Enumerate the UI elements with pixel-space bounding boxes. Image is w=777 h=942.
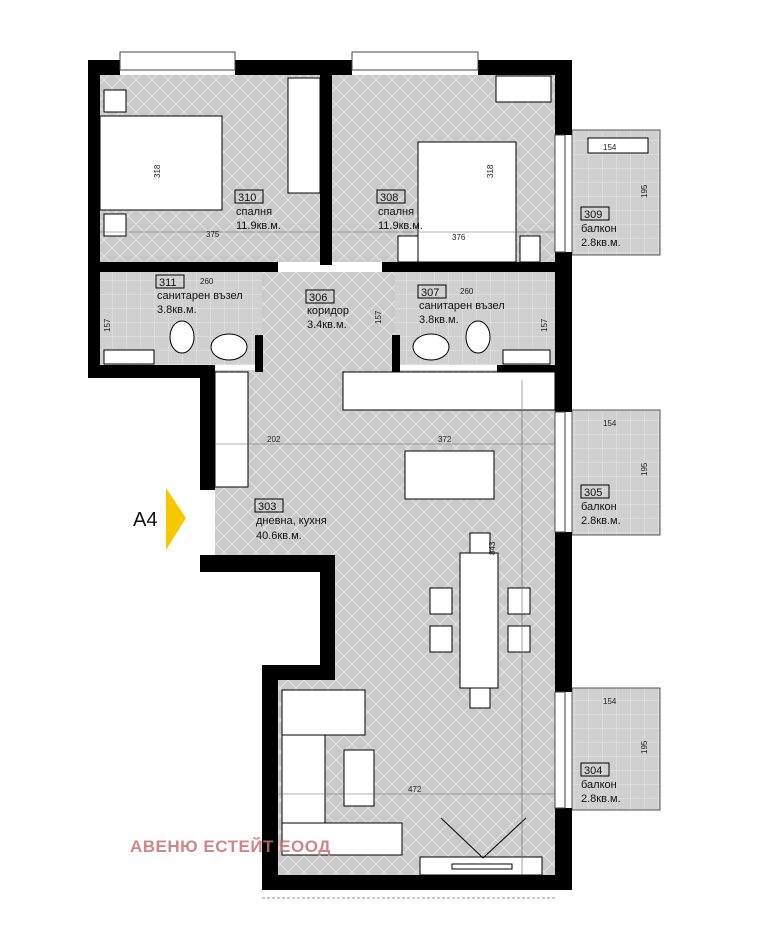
room-id: 304 [584, 765, 602, 777]
dining-table [459, 552, 499, 689]
room-id: 303 [258, 501, 276, 513]
windows [119, 51, 566, 809]
room-labels: 310 спалня 11.9кв.м. 308 спалня 11.9кв.м… [155, 189, 621, 805]
room-area: 2.8кв.м. [581, 515, 621, 527]
dim: 376 [452, 233, 466, 242]
room-309: 309 балкон 2.8кв.м. [580, 206, 621, 249]
room-area: 11.9кв.м. [236, 220, 281, 232]
room-area: 3.4кв.м. [307, 319, 347, 331]
dim: 157 [374, 310, 383, 324]
kitchen-counter [342, 371, 556, 411]
room-name: балкон [581, 779, 617, 791]
bed-308 [417, 141, 517, 263]
dim: 195 [640, 184, 649, 198]
balconies [571, 129, 661, 811]
dim: 372 [438, 435, 452, 444]
room-id: 311 [159, 277, 177, 289]
room-name: санитарен възел [157, 290, 243, 302]
dim: 375 [206, 230, 220, 239]
room-308: 308 спалня 11.9кв.м. [376, 189, 423, 232]
furniture [99, 75, 649, 876]
dim: 260 [460, 287, 474, 296]
dim: 318 [153, 164, 162, 178]
room-name: санитарен възел [419, 300, 505, 312]
room-name: спалня [378, 206, 414, 218]
dimension-labels: 318 375 318 376 260 157 157 260 157 202 … [103, 143, 649, 794]
room-307: 307 санитарен възел 3.8кв.м. [417, 284, 505, 326]
entrance-arrow-icon [166, 488, 186, 550]
room-name: спалня [236, 206, 272, 218]
dim: 843 [488, 541, 497, 555]
entrance-label: A4 [133, 509, 157, 531]
dim: 154 [603, 697, 617, 706]
room-area: 2.8кв.м. [581, 793, 621, 805]
dim: 195 [640, 462, 649, 476]
sofa [281, 689, 366, 736]
wardrobe-310 [287, 77, 321, 194]
room-id: 306 [309, 292, 327, 304]
room-id: 309 [584, 209, 602, 221]
room-id: 305 [584, 487, 602, 499]
room-area: 3.8кв.м. [157, 304, 197, 316]
tv-view-arrows [440, 817, 527, 859]
dim: 154 [603, 143, 617, 152]
dim: 154 [603, 419, 617, 428]
room-306: 306 коридор 3.4кв.м. [305, 289, 349, 331]
bed-310 [99, 115, 223, 211]
kitchen-side-counter [214, 371, 249, 488]
dim: 472 [408, 785, 422, 794]
dim: 157 [540, 318, 549, 332]
room-id: 307 [421, 287, 439, 299]
dim: 318 [486, 164, 495, 178]
dim: 202 [267, 435, 281, 444]
room-311: 311 санитарен възел 3.8кв.м. [155, 274, 243, 316]
room-305: 305 балкон 2.8кв.м. [580, 484, 621, 527]
room-name: балкон [581, 501, 617, 513]
dimension-lines [100, 231, 555, 875]
coffee-table [343, 749, 375, 807]
dim: 157 [103, 318, 112, 332]
room-area: 11.9кв.м. [378, 220, 423, 232]
room-name: балкон [581, 223, 617, 235]
room-name: дневна, кухня [256, 515, 327, 527]
dim: 195 [640, 740, 649, 754]
wardrobe-308 [495, 75, 552, 103]
watermark: АВЕНЮ ЕСТЕЙТ ЕООД [130, 837, 331, 856]
room-id: 310 [238, 192, 256, 204]
dim: 260 [200, 277, 214, 286]
room-area: 2.8кв.м. [581, 237, 621, 249]
walls [88, 60, 572, 890]
room-id: 308 [380, 192, 398, 204]
kitchen-island [404, 450, 495, 500]
room-310: 310 спалня 11.9кв.м. [234, 189, 281, 232]
room-area: 3.8кв.м. [419, 314, 459, 326]
room-303: 303 дневна, кухня 40.6кв.м. [254, 498, 327, 542]
room-name: коридор [307, 305, 349, 317]
room-304: 304 балкон 2.8кв.м. [580, 762, 621, 805]
room-area: 40.6кв.м. [256, 530, 302, 542]
